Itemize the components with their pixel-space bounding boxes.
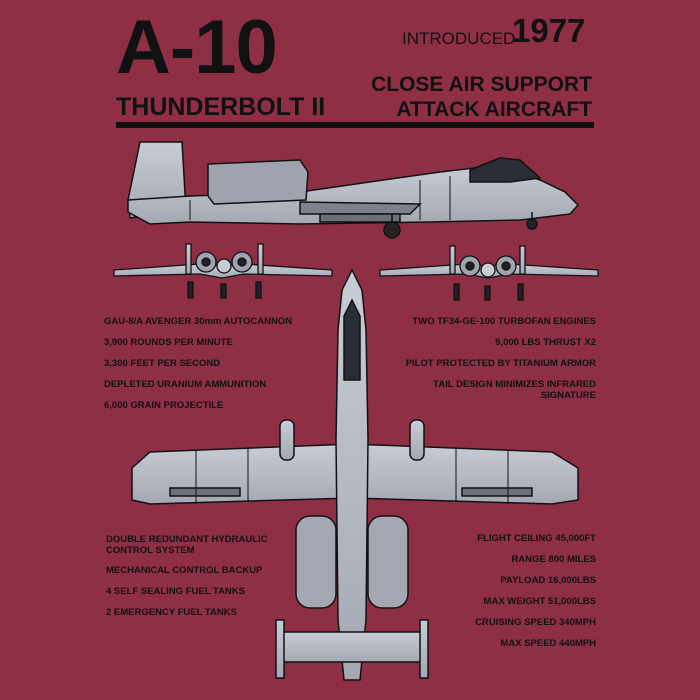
spec-tail-design: TAIL DESIGN MINIMIZES INFRARED	[433, 379, 596, 390]
side-wing	[299, 201, 422, 215]
spec-thrust: 9,000 LBS THRUST X2	[495, 337, 596, 348]
spec-payload: PAYLOAD 16,000LBS	[500, 575, 596, 586]
side-engine	[207, 159, 309, 205]
side-fuselage	[127, 164, 580, 225]
spec-cruise-speed: CRUISING SPEED 340MPH	[475, 617, 596, 628]
header-rule	[116, 122, 594, 128]
spec-tail-design-line2: SIGNATURE	[540, 390, 596, 401]
spec-ceiling: FLIGHT CEILING 45,000FT	[477, 533, 596, 544]
spec-emergency-tanks: 2 EMERGENCY FUEL TANKS	[106, 607, 237, 618]
spec-mechanical-backup: MECHANICAL CONTROL BACKUP	[106, 565, 263, 576]
top-engine-left	[295, 515, 337, 609]
spec-muzzle-velocity: 3,300 FEET PER SECOND	[104, 358, 221, 369]
spec-cannon: GAU-8/A AVENGER 30mm AUTOCANNON	[104, 316, 293, 327]
aircraft-subtitle: THUNDERBOLT II	[116, 93, 326, 121]
spec-hydraulics-line2: CONTROL SYSTEM	[106, 545, 195, 556]
spec-fire-rate: 3,900 ROUNDS PER MINUTE	[104, 337, 233, 348]
spec-range: RANGE 800 MILES	[511, 554, 596, 565]
top-cockpit	[343, 298, 361, 381]
top-view-aircraft	[131, 268, 579, 681]
top-wing	[131, 443, 353, 505]
side-main-wheel	[383, 221, 401, 239]
side-view-aircraft	[127, 141, 580, 239]
spec-ammunition: DEPLETED URANIUM AMMUNITION	[104, 379, 267, 390]
role-line-2: ATTACK AIRCRAFT	[396, 98, 592, 121]
aircraft-title: A-10	[116, 5, 278, 90]
introduced-label: INTRODUCED	[402, 29, 516, 48]
introduced-year: 1977	[512, 12, 586, 49]
spec-projectile: 6,000 GRAIN PROJECTILE	[104, 400, 224, 411]
aircraft-role: CLOSE AIR SUPPORT ATTACK AIRCRAFT	[356, 72, 592, 122]
top-engine-right	[367, 515, 409, 609]
spec-fuel-tanks: 4 SELF SEALING FUEL TANKS	[106, 586, 245, 597]
spec-max-weight: MAX WEIGHT 51,000LBS	[483, 596, 596, 607]
spec-hydraulics: DOUBLE REDUNDANT HYDRAULIC	[106, 534, 268, 545]
role-line-1: CLOSE AIR SUPPORT	[371, 73, 592, 96]
spec-armor: PILOT PROTECTED BY TITANIUM ARMOR	[405, 358, 596, 369]
spec-engines: TWO TF34-GE-100 TURBOFAN ENGINES	[412, 316, 596, 327]
front-view-aircraft-right	[379, 245, 599, 301]
side-cockpit	[469, 157, 542, 183]
spec-max-speed: MAX SPEED 440MPH	[500, 638, 596, 649]
front-view-aircraft-left	[113, 243, 333, 299]
top-tailplane	[279, 631, 425, 663]
side-nose-wheel	[526, 218, 538, 230]
side-ordnance	[319, 213, 401, 223]
